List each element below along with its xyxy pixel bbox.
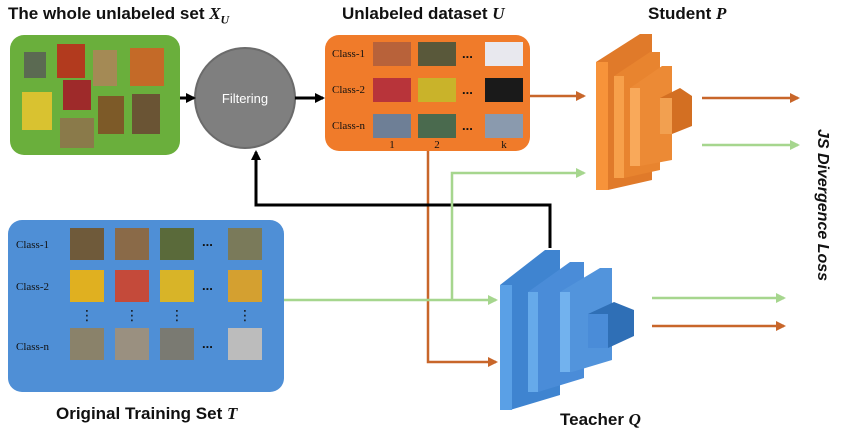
unlabeled-dataset-title: Unlabeled dataset U <box>342 4 505 23</box>
thumb-image <box>115 270 149 302</box>
thumb-image <box>160 270 194 302</box>
unlabeled-dataset-panel <box>325 35 530 151</box>
thumb-image <box>115 328 149 360</box>
thumb-image <box>22 92 52 130</box>
dataset-column-label: 1 <box>389 139 395 151</box>
thumb-image <box>418 42 456 66</box>
thumb-image <box>418 78 456 102</box>
training-ellipsis: ... <box>202 336 213 351</box>
training-vdots: ⋮ <box>170 308 184 324</box>
thumb-image <box>60 118 94 148</box>
thumb-image <box>57 44 85 78</box>
thumb-image <box>70 328 104 360</box>
training-set-panel <box>8 220 284 392</box>
student-title: Student P <box>648 4 727 23</box>
teacher-title: Teacher Q <box>560 410 641 429</box>
thumb-image <box>418 114 456 138</box>
training-ellipsis: ... <box>202 278 213 293</box>
teacher-network <box>500 250 634 410</box>
thumb-image <box>63 80 91 110</box>
unlabeled-set-panel <box>10 35 180 155</box>
training-vdots: ⋮ <box>238 308 252 324</box>
filter-label: Filtering <box>222 91 268 106</box>
thumb-image <box>160 328 194 360</box>
thumb-image <box>228 228 262 260</box>
dataset-ellipsis: ... <box>462 118 473 133</box>
dataset-row-label: Class-2 <box>332 84 365 96</box>
thumb-image <box>132 94 160 134</box>
training-vdots: ⋮ <box>80 308 94 324</box>
unlabeled-set-title: The whole unlabeled set XU <box>8 4 230 27</box>
thumb-image <box>373 78 411 102</box>
thumb-image <box>24 52 46 78</box>
thumb-image <box>98 96 124 134</box>
loss-label: JS Divergence Loss <box>814 129 831 281</box>
dataset-column-label: 2 <box>434 139 440 151</box>
dataset-row-label: Class-n <box>332 120 366 132</box>
thumb-image <box>70 270 104 302</box>
training-row-label: Class-1 <box>16 239 49 251</box>
dataset-column-label: k <box>501 139 507 151</box>
thumb-image <box>373 114 411 138</box>
training-to-student-arrow <box>450 168 586 300</box>
thumb-image <box>70 228 104 260</box>
thumb-image <box>130 48 164 86</box>
training-vdots: ⋮ <box>125 308 139 324</box>
training-ellipsis: ... <box>202 234 213 249</box>
thumb-image <box>228 328 262 360</box>
thumb-image <box>373 42 411 66</box>
thumb-image <box>485 114 523 138</box>
thumb-image <box>160 228 194 260</box>
thumb-image <box>485 78 523 102</box>
teacher-to-filter-arrow <box>251 150 552 248</box>
dataset-ellipsis: ... <box>462 46 473 61</box>
training-row-label: Class-n <box>16 341 50 353</box>
thumb-image <box>115 228 149 260</box>
dataset-row-label: Class-1 <box>332 48 365 60</box>
thumb-image <box>228 270 262 302</box>
thumb-image <box>93 50 117 86</box>
dataset-to-teacher-arrow <box>426 151 498 367</box>
training-row-label: Class-2 <box>16 281 49 293</box>
thumb-image <box>485 42 523 66</box>
arrows <box>180 91 800 367</box>
dataset-ellipsis: ... <box>462 82 473 97</box>
training-set-title: Original Training Set T <box>56 404 238 423</box>
student-network <box>596 34 692 190</box>
